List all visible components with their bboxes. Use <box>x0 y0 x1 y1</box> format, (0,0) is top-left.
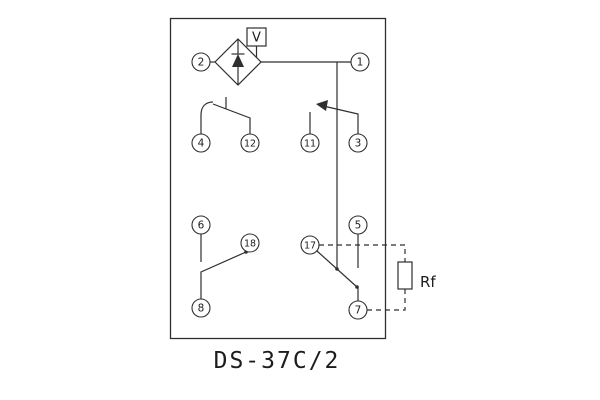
terminal-17: 17 <box>300 235 320 255</box>
contact-12-blade <box>212 103 251 134</box>
external-wire-dashed-top <box>319 244 406 262</box>
terminal-6-circle <box>191 215 211 235</box>
arrow-icon <box>316 100 328 111</box>
contact-8-blade <box>200 251 247 299</box>
terminal-7-circle <box>348 300 368 320</box>
terminal-1: 1 <box>350 52 370 72</box>
contact-3-blade <box>318 104 359 134</box>
resistor-label: Rf <box>420 273 436 291</box>
terminal-1-circle <box>350 52 370 72</box>
terminal-3-circle <box>348 133 368 153</box>
voltage-element: V <box>246 27 267 57</box>
terminal-12-label: 12 <box>244 138 256 149</box>
terminal-11-circle <box>300 133 320 153</box>
voltmeter-label: V <box>252 31 261 46</box>
top-wiring <box>210 61 351 269</box>
terminal-5-label: 5 <box>355 220 362 232</box>
terminal-8-circle <box>191 298 211 318</box>
diode-triangle <box>232 54 244 67</box>
terminal-6: 6 <box>191 215 211 235</box>
diode-icon <box>231 39 245 85</box>
terminal-5-circle <box>348 215 368 235</box>
schematic-border <box>169 17 387 340</box>
terminal-2-label: 2 <box>198 57 205 69</box>
diagram-caption: DS-37C/2 <box>214 348 341 374</box>
external-wire-dashed-bottom <box>367 289 406 311</box>
terminal-11: 11 <box>300 133 320 153</box>
terminal-3: 3 <box>348 133 368 153</box>
contact-17-5-7 <box>316 234 359 301</box>
contact-4-12 <box>200 97 251 134</box>
terminal-18-circle <box>240 233 260 253</box>
terminal-5: 5 <box>348 215 368 235</box>
terminal-6-label: 6 <box>198 220 205 232</box>
terminal-7-label: 7 <box>355 305 362 317</box>
contact-4-lead-hook <box>200 101 214 134</box>
junction-dot-bus <box>335 267 339 271</box>
terminal-1-label: 1 <box>357 57 364 69</box>
terminal-8: 8 <box>191 298 211 318</box>
terminal-4-circle <box>191 133 211 153</box>
terminal-18: 18 <box>240 233 260 253</box>
contact-11-3 <box>309 100 359 134</box>
external-resistor-circuit: Rf <box>319 244 436 311</box>
terminal-12-circle <box>240 133 260 153</box>
terminal-4: 4 <box>191 133 211 153</box>
terminal-17-label: 17 <box>304 240 316 251</box>
bridge-rectifier-icon <box>214 38 262 86</box>
terminal-18-label: 18 <box>244 238 256 249</box>
terminal-3-label: 3 <box>355 138 362 150</box>
terminal-4-label: 4 <box>198 138 205 150</box>
terminal-2-circle <box>191 52 211 72</box>
terminal-8-label: 8 <box>198 303 205 315</box>
terminal-12: 12 <box>240 133 260 153</box>
resistor-rf-icon <box>397 261 413 290</box>
terminal-7: 7 <box>348 300 368 320</box>
junction-dot-7 <box>355 285 359 289</box>
terminal-11-label: 11 <box>304 138 316 149</box>
terminals: 2 1 4 12 11 3 <box>191 52 370 320</box>
terminal-2: 2 <box>191 52 211 72</box>
terminal-17-circle <box>300 235 320 255</box>
